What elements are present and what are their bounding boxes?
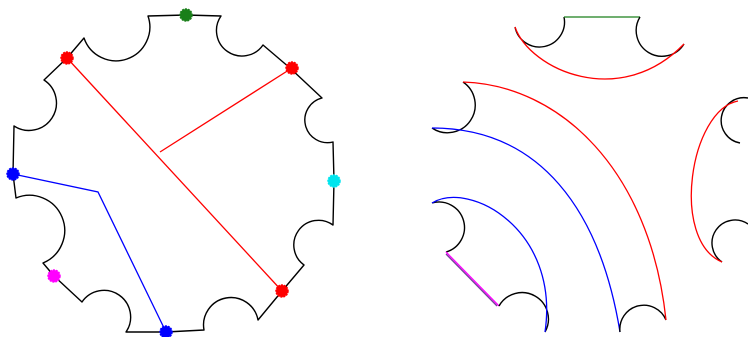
piece-middle-strip [431, 81, 667, 333]
piece-top [514, 16, 685, 80]
marker-top [179, 8, 193, 22]
right-panel [431, 16, 748, 333]
marker-upper-right [285, 61, 299, 75]
marker-lower-right [275, 284, 289, 298]
left-panel [6, 8, 341, 337]
middle-strip-scallop-bottom [619, 304, 667, 333]
right-piece-scallop-top [720, 96, 748, 144]
marker-lower-left [47, 269, 61, 283]
piece-top-scallop-left [514, 16, 566, 48]
lower-left-scallop-bottom [498, 291, 550, 333]
lower-left-scallop-top [431, 201, 466, 253]
marker-upper-left [60, 51, 74, 65]
polygon-outline [12, 14, 335, 333]
piece-right [690, 96, 748, 263]
marker-right [327, 174, 341, 188]
piece-lower-left [431, 196, 550, 333]
middle-strip-red-edge [462, 81, 667, 321]
red-diagonal-edge [66, 57, 283, 292]
lower-left-magenta-shadow [445, 253, 498, 307]
piece-top-red-edge [514, 26, 685, 80]
marker-left [6, 167, 20, 181]
right-piece-scallop-bottom [711, 219, 748, 263]
blue-path-edge [12, 173, 167, 333]
middle-strip-scallop-top [431, 81, 476, 134]
middle-strip-blue-edge [431, 127, 621, 333]
lower-left-magenta-edge [445, 251, 500, 307]
lower-left-blue-edge [431, 196, 548, 333]
red-branch-edge [159, 67, 293, 153]
right-piece-red-edge [690, 100, 739, 263]
marker-bottom [159, 325, 173, 337]
